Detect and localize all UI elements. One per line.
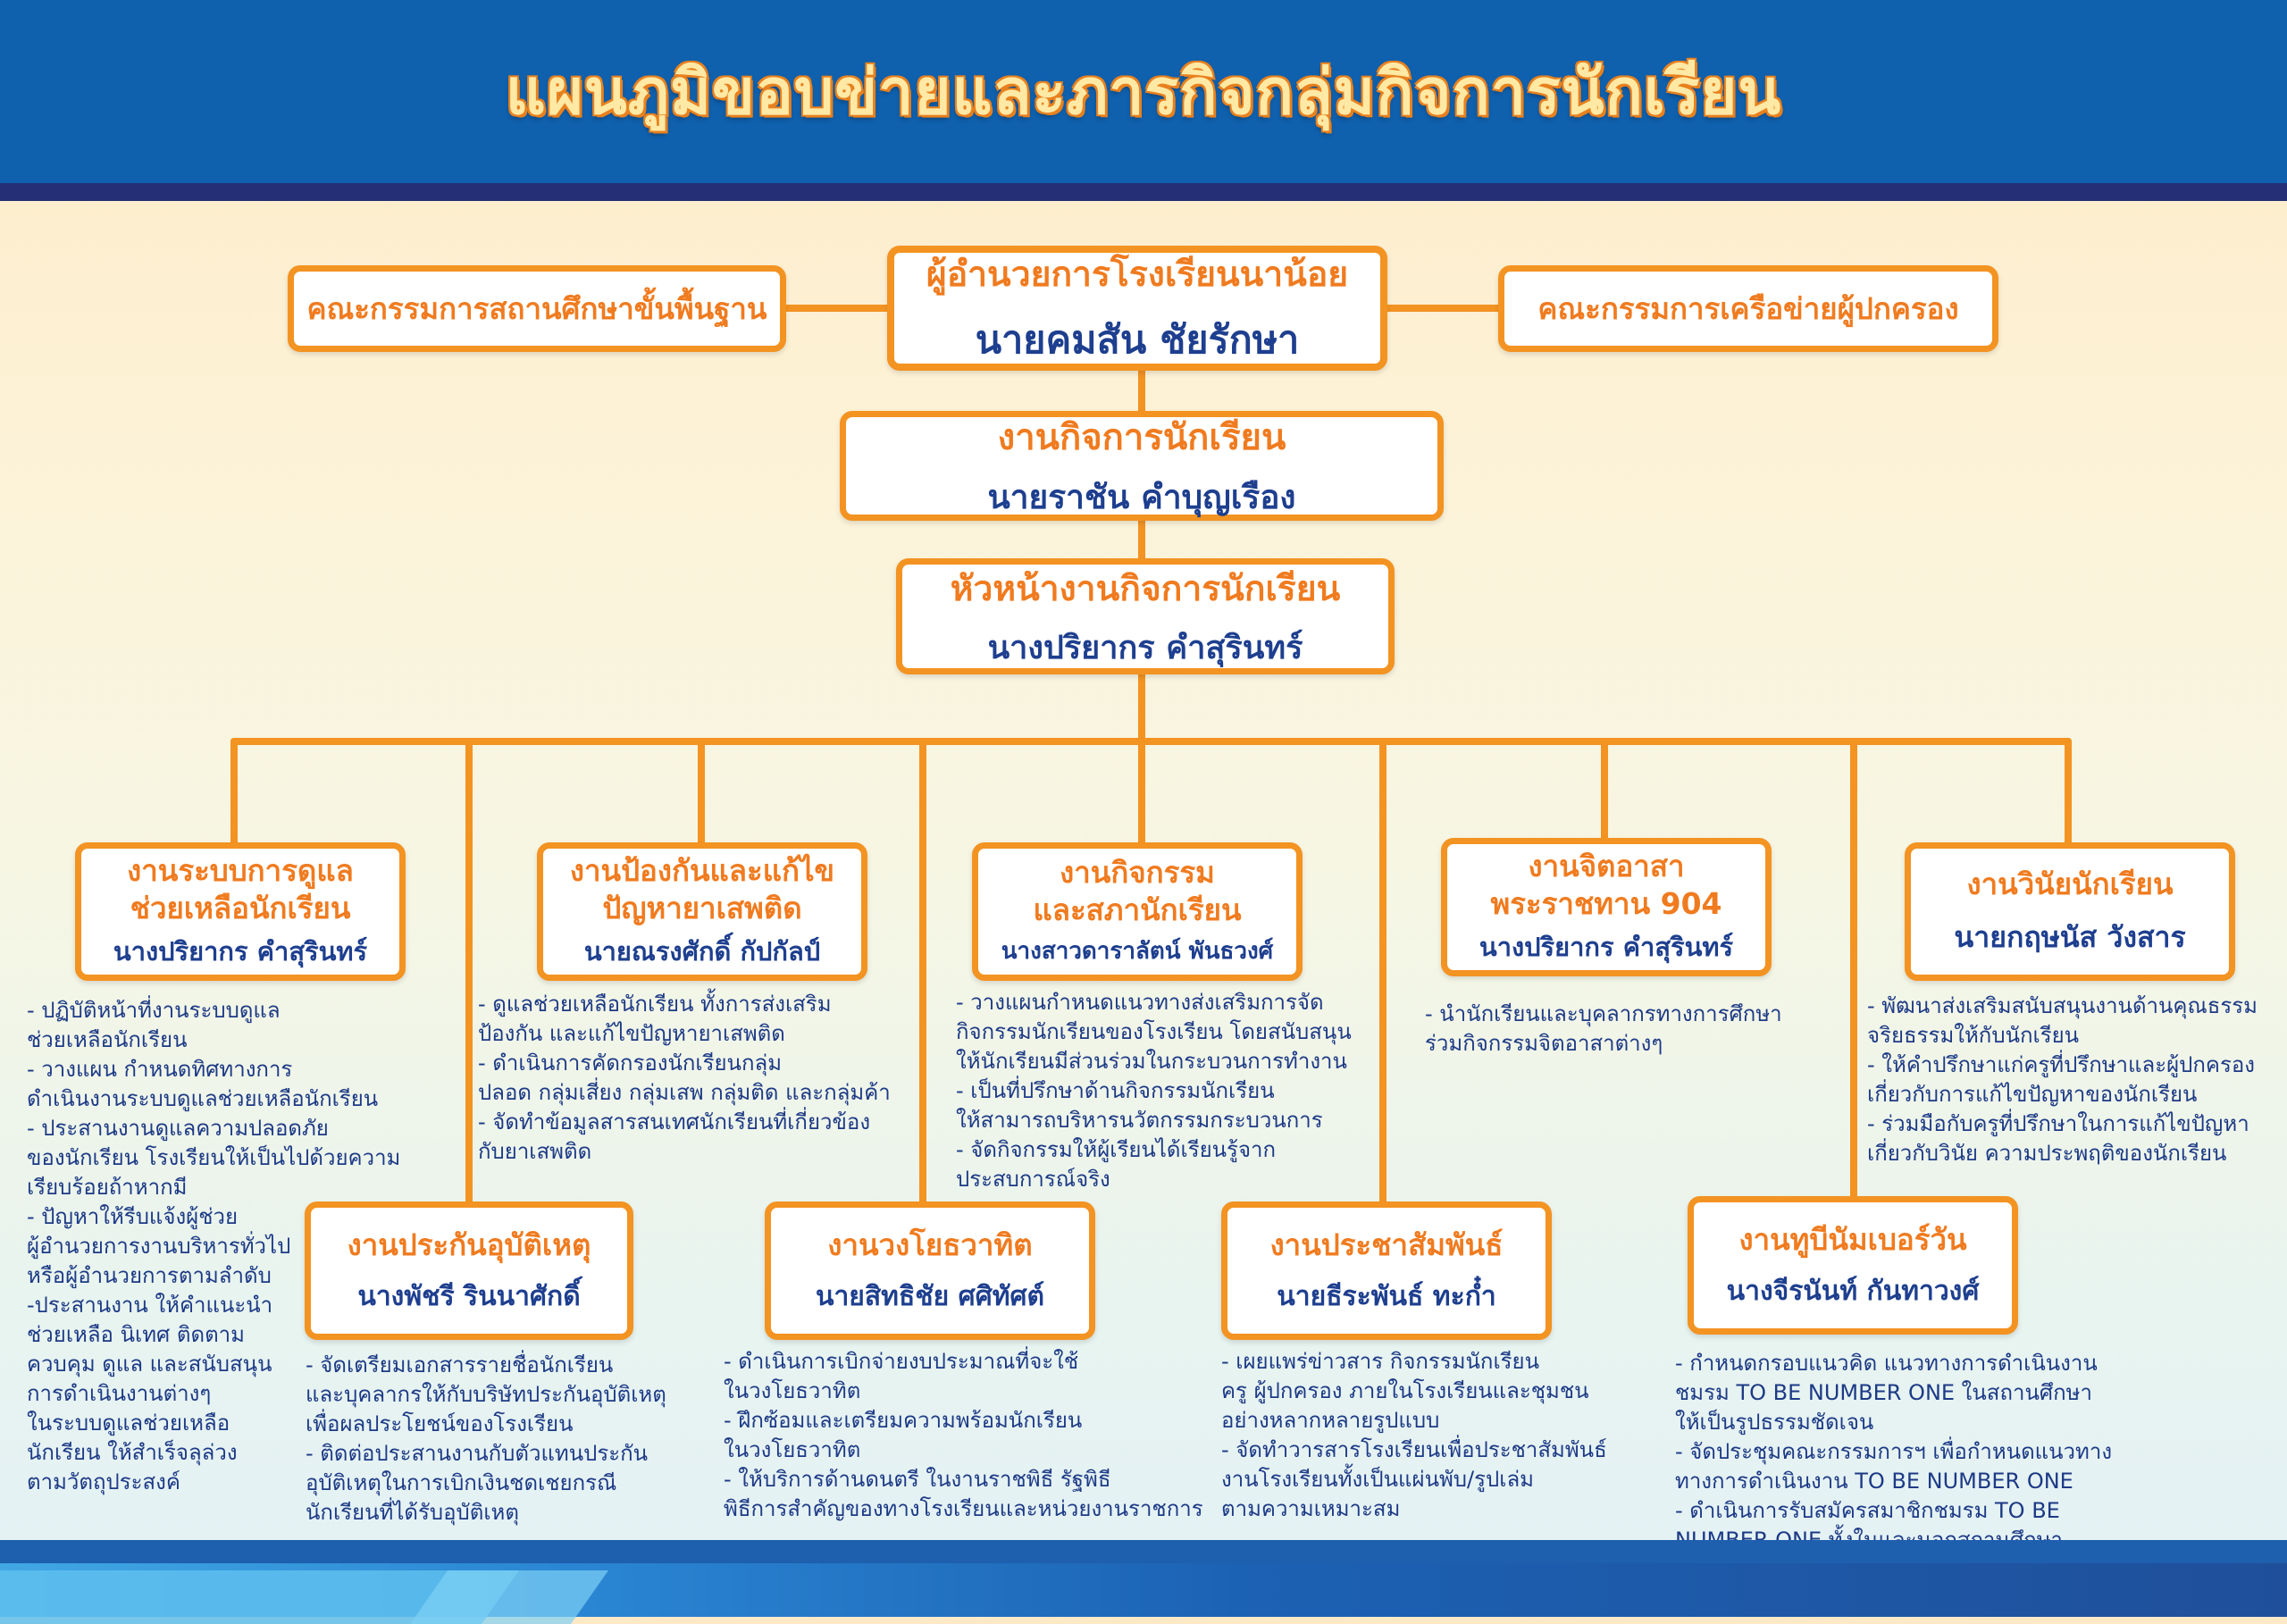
student-affairs-role: งานกิจการนักเรียน — [997, 417, 1286, 458]
unit-title-2: พระราชทาน 904 — [1490, 885, 1722, 921]
student-affairs-box: งานกิจการนักเรียน นายราชัน คำบุญเรือง — [840, 411, 1444, 521]
unit-description-student-discipline: - พัฒนาส่งเสริมสนับสนุนงานด้านคุณธรรม จร… — [1867, 993, 2258, 1166]
unit-person-name: นางพัชรี รินนาศักดิ์ — [357, 1281, 581, 1312]
director-name: นายคมสัน ชัยรักษา — [975, 318, 1300, 363]
unit-title: งานวินัยนักเรียน — [1966, 866, 2174, 901]
unit-person-name: นายณรงศักดิ์ กัปกัลป์ — [583, 935, 821, 967]
parent-network-committee-label: คณะกรรมการเครือข่ายผู้ปกครอง — [1537, 291, 1959, 326]
unit-title: งานระบบการดูแล — [127, 852, 354, 888]
unit-person-name: นางปริยากร คำสุรินทร์ — [1479, 931, 1734, 962]
unit-description-accident-insurance: - จัดเตรียมเอกสารรายชื่อนักเรียน และบุคล… — [306, 1352, 666, 1525]
unit-box-to-be-number-one: งานทูบีนัมเบอร์วัน นางจีรนันท์ กันทาวงศ์ — [1688, 1196, 2018, 1335]
unit-title: งานวงโยธวาทิต — [827, 1227, 1033, 1262]
director-role: ผู้อำนวยการโรงเรียนนาน้อย — [926, 255, 1349, 295]
unit-person-name: นายกฤษนัส วังสาร — [1954, 920, 2186, 954]
page-title: แผนภูมิขอบข่ายและภารกิจกลุ่มกิจการนักเรี… — [505, 55, 1782, 129]
unit-title: งานจิตอาสา — [1528, 848, 1685, 883]
unit-title: งานทูบีนัมเบอร์วัน — [1738, 1222, 1967, 1257]
unit-box-student-care: งานระบบการดูแล ช่วยเหลือนักเรียน นางปริย… — [75, 842, 406, 981]
unit-box-student-discipline: งานวินัยนักเรียน นายกฤษนัส วังสาร — [1905, 842, 2235, 981]
unit-title-2: และสภานักเรียน — [1033, 892, 1242, 927]
basic-education-committee-box: คณะกรรมการสถานศึกษาขั้นพื้นฐาน — [288, 265, 786, 352]
unit-title-2: ช่วยเหลือนักเรียน — [130, 890, 351, 925]
unit-description-volunteer-904: - นำนักเรียนและบุคลากรทางการศึกษา ร่วมกิ… — [1425, 1001, 1782, 1056]
unit-description-to-be-number-one: - กำหนดกรอบแนวคิด แนวทางการดำเนินงาน ชมร… — [1675, 1351, 2113, 1553]
student-affairs-name: นายราชัน คำบุญเรือง — [987, 478, 1296, 516]
unit-title: งานประกันอุบัติเหตุ — [347, 1227, 591, 1262]
unit-description-drug-prevention: - ดูแลช่วยเหลือนักเรียน ทั้งการส่งเสริม … — [478, 992, 891, 1164]
unit-description-student-care: - ปฏิบัติหน้าที่งานระบบดูแล ช่วยเหลือนัก… — [27, 998, 401, 1494]
unit-box-student-activities: งานกิจกรรม และสภานักเรียน นางสาวดาราลัตน… — [972, 842, 1303, 981]
head-name: นางปริยากร คำสุรินทร์ — [987, 629, 1303, 666]
unit-box-drug-prevention: งานป้องกันและแก้ไข ปัญหายาเสพติด นายณรงศ… — [537, 842, 867, 981]
header-stripe — [0, 183, 2287, 201]
unit-box-accident-insurance: งานประกันอุบัติเหตุ นางพัชรี รินนาศักดิ์ — [305, 1201, 633, 1340]
unit-person-name: นางปริยากร คำสุรินทร์ — [113, 935, 368, 967]
header-banner — [0, 0, 2287, 183]
basic-education-committee-label: คณะกรรมการสถานศึกษาขั้นพื้นฐาน — [306, 291, 767, 326]
unit-description-public-relations: - เผยแพร่ข่าวสาร กิจกรรมนักเรียน ครู ผู้… — [1221, 1349, 1607, 1521]
unit-box-marching-band: งานวงโยธวาทิต นายสิทธิชัย ศศิทัศต์ — [765, 1201, 1095, 1340]
unit-person-name: นางสาวดาราลัตน์ พันธวงศ์ — [1001, 938, 1274, 965]
unit-box-public-relations: งานประชาสัมพันธ์ นายธีระพันธ์ ทะก๋ำ — [1221, 1201, 1552, 1340]
unit-title: งานประชาสัมพันธ์ — [1269, 1227, 1504, 1262]
unit-box-volunteer-904: งานจิตอาสา พระราชทาน 904 นางปริยากร คำสุ… — [1441, 838, 1772, 976]
parent-network-committee-box: คณะกรรมการเครือข่ายผู้ปกครอง — [1498, 265, 1998, 352]
unit-person-name: นายธีระพันธ์ ทะก๋ำ — [1277, 1281, 1496, 1312]
unit-title: งานป้องกันและแก้ไข — [569, 852, 835, 888]
unit-title: งานกิจกรรม — [1060, 855, 1215, 890]
unit-description-student-activities: - วางแผนกำหนดแนวทางส่งเสริมการจัด กิจกรร… — [956, 990, 1352, 1192]
head-role: หัวหน้างานกิจการนักเรียน — [950, 568, 1341, 609]
head-student-affairs-box: หัวหน้างานกิจการนักเรียน นางปริยากร คำสุ… — [896, 558, 1395, 674]
director-box: ผู้อำนวยการโรงเรียนนาน้อย นายคมสัน ชัยรั… — [887, 246, 1387, 371]
unit-title-2: ปัญหายาเสพติด — [602, 890, 802, 925]
unit-person-name: นายสิทธิชัย ศศิทัศต์ — [815, 1281, 1045, 1312]
unit-person-name: นางจีรนันท์ กันทาวงศ์ — [1726, 1276, 1980, 1307]
unit-description-marching-band: - ดำเนินการเบิกจ่ายงบประมาณที่จะใช้ ในวง… — [724, 1349, 1203, 1521]
